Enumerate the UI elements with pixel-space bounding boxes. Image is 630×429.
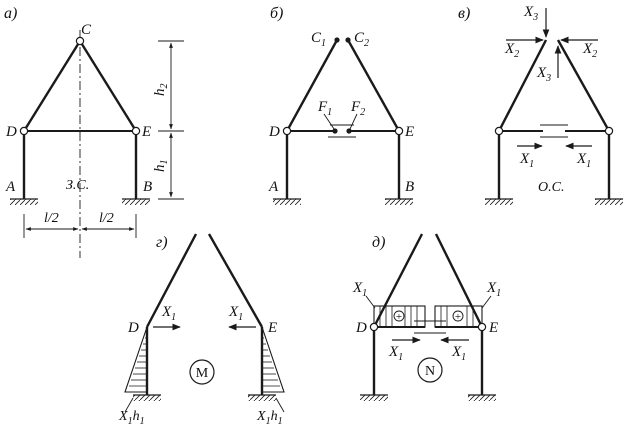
node-B-b: B (405, 179, 414, 195)
panel-d-tag: д) (372, 234, 385, 251)
height-dimension (158, 40, 184, 200)
node-A: A (5, 179, 16, 195)
half-span-right: l/2 (99, 211, 114, 226)
label-X1-d-top-left: X1 (352, 280, 367, 299)
node-E: E (141, 124, 151, 140)
supports-g (133, 394, 276, 401)
panel-g-tag: г) (156, 234, 168, 251)
node-D-b: D (268, 124, 280, 140)
node-D-g: D (127, 320, 139, 336)
panel-a: а) C D E A B З.С. (4, 5, 184, 258)
supports-d (360, 394, 496, 401)
node-E-g: E (267, 320, 277, 336)
label-X1-d-bottom-right: X1 (451, 344, 466, 363)
node-E-b: E (404, 124, 414, 140)
label-F2: F2 (350, 99, 365, 118)
supports-a (10, 198, 150, 205)
label-X1-g-left: X1 (161, 304, 176, 323)
diagram-label-N-circle (417, 357, 443, 383)
plus-sign-left: + (396, 311, 402, 323)
span-dimension (23, 214, 137, 238)
label-X1-left: X1 (519, 151, 534, 170)
label-F1: F1 (317, 99, 332, 118)
panel-b: б) (268, 5, 414, 205)
node-C: C (81, 22, 92, 38)
supports-b (273, 198, 413, 205)
panel-v-tag: в) (458, 5, 470, 22)
label-X3-bottom: X3 (536, 65, 551, 84)
label-C2: C2 (354, 30, 369, 49)
diagram-label-M: M (196, 366, 209, 381)
cut-mark-b (328, 124, 356, 138)
unknown-force-arrows (506, 8, 598, 150)
moment-value-left: X1h1 (118, 409, 145, 427)
hinges-a (19, 36, 141, 136)
node-E-d: E (488, 320, 498, 336)
label-X1-right: X1 (576, 151, 591, 170)
cut-points-b (332, 37, 352, 134)
cut-mark-v (540, 124, 568, 138)
plus-sign-right: + (455, 311, 461, 323)
label-X1-g-right: X1 (228, 304, 243, 323)
system-label-a: З.С. (66, 178, 89, 193)
panel-b-tag: б) (270, 5, 283, 22)
node-B: B (143, 179, 152, 195)
node-D-d: D (355, 320, 367, 336)
label-X2-left: X2 (504, 41, 519, 60)
h1-label: h1 (152, 160, 170, 173)
half-span-left: l/2 (44, 211, 59, 226)
label-X1-d-bottom-left: X1 (388, 344, 403, 363)
h2-label: h2 (152, 84, 170, 97)
label-X3-top: X3 (523, 4, 538, 23)
label-C1: C1 (311, 30, 326, 49)
label-X1-d-top-right: X1 (486, 280, 501, 299)
panel-v: в) X3 (458, 4, 623, 205)
node-A-b: A (268, 179, 279, 195)
panel-d: д) + + (352, 233, 501, 401)
normal-force-diagram: + + (373, 305, 483, 328)
panel-g: г) (118, 233, 285, 427)
diagram-label-N: N (425, 364, 435, 379)
supports-v (485, 198, 623, 205)
node-D: D (5, 124, 17, 140)
diagram-label-M-circle (189, 359, 215, 385)
moment-value-right: X1h1 (256, 409, 283, 427)
panel-a-tag: а) (4, 5, 17, 22)
label-X2-right: X2 (582, 41, 597, 60)
system-label-v: О.С. (538, 180, 564, 195)
